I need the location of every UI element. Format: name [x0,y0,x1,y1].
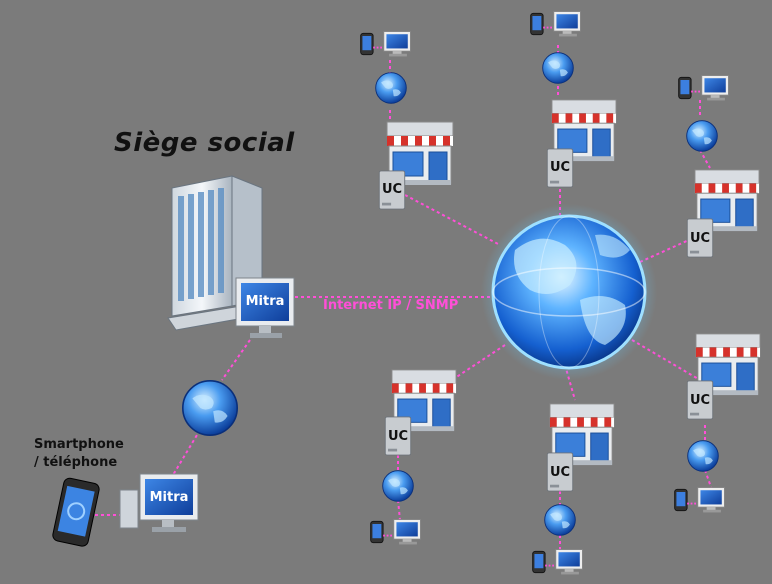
store-6-workstation-icon [369,518,422,546]
store-4-globe-icon [687,440,719,472]
store-6-globe-icon [382,470,414,502]
page-title: Siège social [114,128,295,158]
store-5-workstation-icon [531,548,584,576]
store-2-workstation-icon [529,10,582,38]
uc-label-1: UC [382,182,402,197]
store-2-globe-icon [542,52,574,84]
uc-label-6: UC [388,429,408,444]
smartphone-icon [52,477,100,547]
store-1-workstation-icon [359,30,412,58]
hq-monitor-icon [235,277,295,338]
uc-label-4: UC [690,393,710,408]
remote-monitor-brand: Mitra [150,490,189,505]
smartphone-label-line1: Smartphone [34,437,124,452]
smartphone-label-line2: / téléphone [34,455,118,470]
hq-monitor-brand: Mitra [246,294,285,309]
store-5-globe-icon [544,504,576,536]
uc-label-2: UC [550,160,570,175]
store-4-workstation-icon [673,486,726,514]
hq-internet-globe-icon [182,379,238,437]
uc-label-5: UC [550,465,570,480]
remote-monitor-icon [119,473,199,532]
store-1-globe-icon [375,72,407,104]
store-3-globe-icon [686,120,718,152]
store-3-workstation-icon [677,74,730,102]
internet-link-label: Internet IP / SNMP [323,298,459,313]
internet-globe [481,204,657,380]
uc-label-3: UC [690,231,710,246]
smartphone-label: Smartphone / téléphone [34,436,124,472]
